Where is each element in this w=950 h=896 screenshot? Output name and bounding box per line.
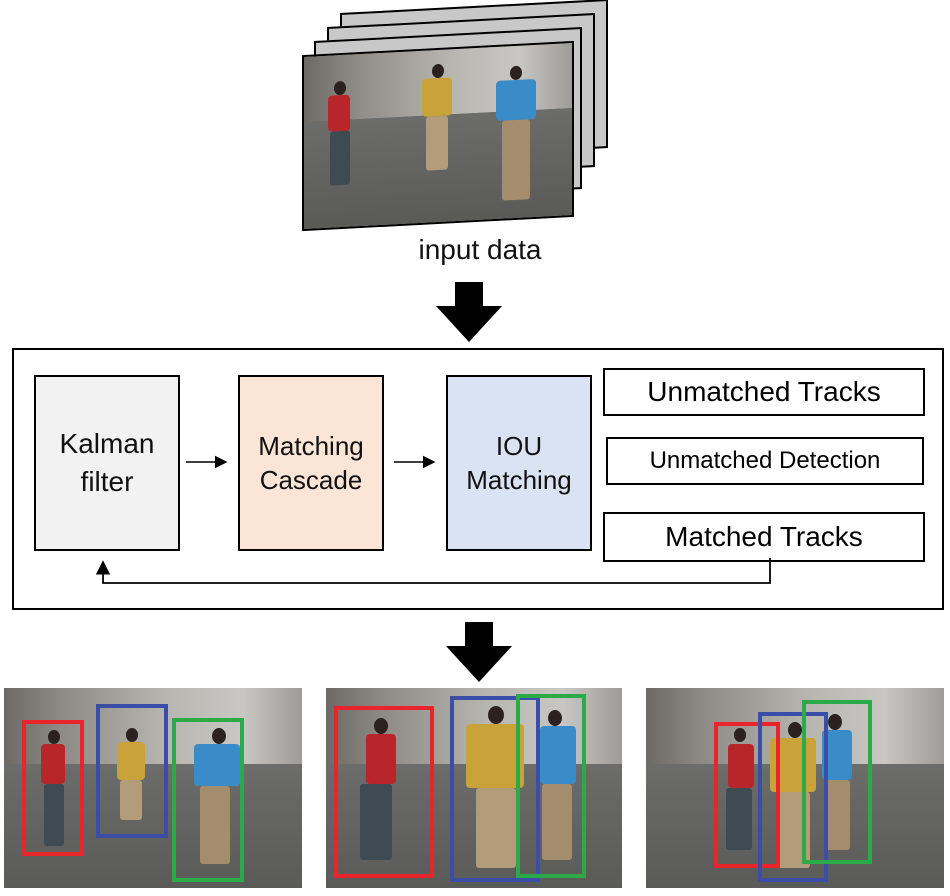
matched-tracks-box: Matched Tracks	[603, 512, 925, 562]
matched-tracks-label: Matched Tracks	[665, 521, 863, 552]
matching-cascade-block: Matching Cascade	[238, 375, 384, 551]
output-frame-3	[646, 688, 944, 888]
unmatched-detection-label: Unmatched Detection	[649, 447, 881, 474]
down-arrow-icon	[436, 282, 502, 342]
kalman-filter-block: Kalman filter	[34, 375, 180, 551]
kalman-filter-label: Kalman filter	[59, 428, 155, 497]
unmatched-detection-box: Unmatched Detection	[606, 437, 924, 485]
unmatched-tracks-box: Unmatched Tracks	[603, 368, 925, 416]
down-arrow-icon	[446, 622, 512, 682]
input-data-label: input data	[418, 234, 542, 265]
unmatched-tracks-label: Unmatched Tracks	[647, 376, 881, 407]
output-frame-1	[4, 688, 302, 888]
feedback-arrow	[95, 558, 771, 584]
iou-matching-block: IOU Matching	[446, 375, 592, 551]
iou-matching-label: IOU Matching	[466, 431, 572, 495]
matching-cascade-label: Matching Cascade	[258, 431, 364, 495]
output-frame-2	[326, 688, 622, 888]
